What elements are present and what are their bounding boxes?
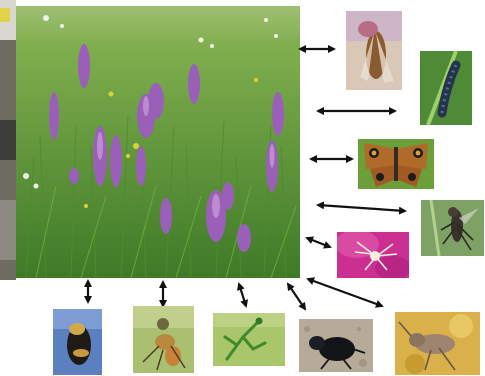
buckeye-butterfly-image [358, 139, 434, 189]
meadow-photo [16, 6, 300, 278]
arrow-to-crab-spider [307, 238, 330, 247]
hoverfly-image [133, 306, 194, 373]
cicada-image [346, 11, 402, 90]
cricket-image [395, 312, 480, 375]
arrow-to-robber-fly [318, 205, 405, 211]
arrow-to-mantis [239, 284, 246, 306]
robber-fly-image [421, 200, 484, 256]
mantis-image [213, 313, 285, 366]
arrow-to-beetle [288, 284, 305, 309]
arrow-to-cricket [308, 279, 382, 306]
crab-spider-image [337, 232, 409, 278]
caterpillar-image [420, 51, 472, 125]
bumblebee-image [53, 309, 102, 375]
left-edge-image-fragment [0, 0, 16, 280]
beetle-image [299, 319, 373, 372]
